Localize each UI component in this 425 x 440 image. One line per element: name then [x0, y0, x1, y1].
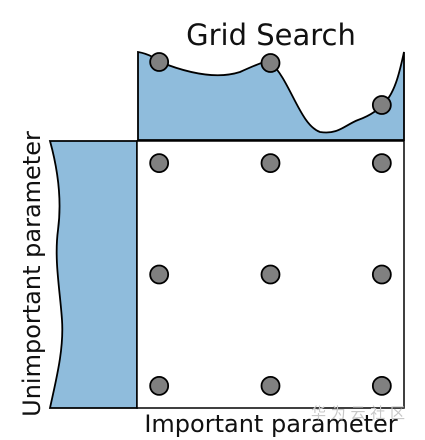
grid-point [371, 264, 392, 285]
grid-point [149, 264, 170, 285]
y-axis-label: Unimportant parameter [18, 131, 46, 417]
diagram-title: Grid Search [186, 18, 356, 52]
x-axis-label: Important parameter [144, 410, 397, 438]
top-projection-point [149, 52, 170, 72]
grid-point [260, 375, 281, 396]
top-projection-point [371, 95, 392, 115]
grid-point [260, 153, 281, 174]
grid-point [371, 153, 392, 174]
grid-point [371, 375, 392, 396]
grid-point [149, 153, 170, 174]
grid-point [260, 264, 281, 285]
unimportant-parameter-curve [48, 140, 138, 409]
grid-point [149, 375, 170, 396]
top-projection-points [149, 52, 392, 115]
top-projection-point [260, 53, 281, 73]
watermark: 华 为 云 社 区 [311, 404, 405, 422]
grid-points [149, 153, 392, 396]
